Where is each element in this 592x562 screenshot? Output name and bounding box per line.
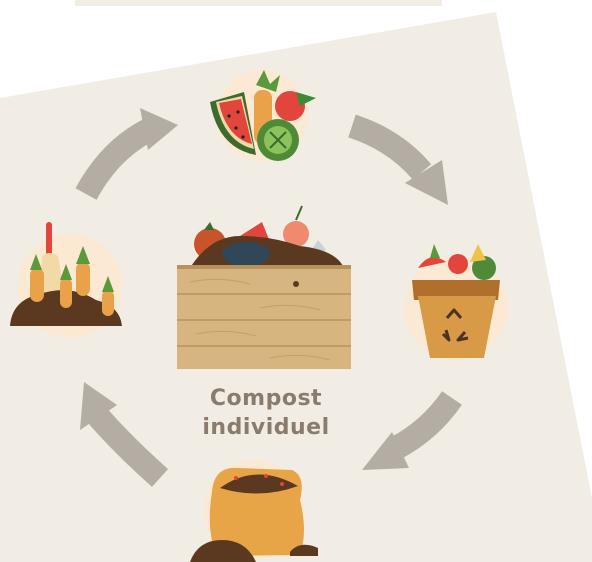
cycle-arrow-top-left — [75, 108, 178, 200]
wooden-compost-bin-icon — [177, 205, 351, 369]
cycle-arrow-bottom-left — [80, 382, 169, 487]
top-banner-strip — [75, 0, 442, 6]
fruit-vegetable-scraps-icon — [210, 70, 316, 162]
center-label-line1: Compost — [209, 386, 323, 411]
recycling-bin-icon — [404, 244, 508, 360]
center-label: Compost individuel — [166, 384, 366, 442]
cycle-arrow-bottom-right — [362, 391, 462, 470]
center-label-line2: individuel — [202, 415, 330, 440]
cycle-arrow-top-right — [348, 114, 448, 205]
garden-vegetables-icon — [10, 222, 122, 338]
compost-sack-icon — [190, 460, 318, 562]
